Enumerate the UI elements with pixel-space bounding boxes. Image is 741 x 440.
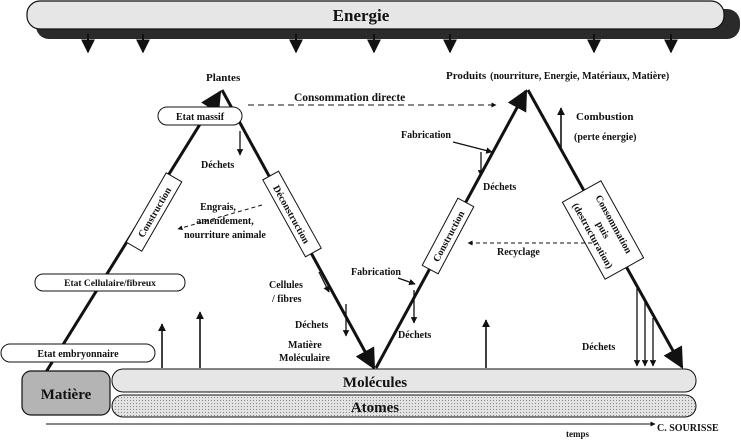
fabrication-arrow-1 xyxy=(452,141,493,154)
engrais-label-3: nourriture animale xyxy=(184,230,266,241)
produits-label: Produits(nourriture, Energie, Matériaux,… xyxy=(446,70,669,82)
perte-energie-label: (perte énergie) xyxy=(574,132,636,143)
cellules-arrow xyxy=(318,271,330,293)
cellules-label-1: Cellules xyxy=(269,280,303,291)
engrais-arrow xyxy=(177,204,263,231)
engrais-label-2: amendement, xyxy=(196,216,254,227)
dechets-label-1: Déchets xyxy=(201,160,234,171)
atomes-label: Atomes xyxy=(351,400,399,416)
combustion-label: Combustion xyxy=(576,111,633,123)
construction-right-box: Construction xyxy=(421,197,475,275)
matiere-label: Matière xyxy=(41,387,92,403)
molecules-label: Molécules xyxy=(343,375,407,391)
cellules-label-2: / fibres xyxy=(271,294,302,305)
construction-left-box: Construction xyxy=(125,172,183,252)
author-label: C. SOURISSE xyxy=(657,423,719,434)
atomes-bar: Atomes xyxy=(111,394,697,418)
fabrication-label-2: Fabrication xyxy=(351,267,401,278)
etat-embryonnaire-box: Etat embryonnaire xyxy=(0,343,156,363)
etat-massif-box: Etat massif xyxy=(157,106,243,126)
dechets-label-3: Déchets xyxy=(483,182,516,193)
consommation-directe-label: Consommation directe xyxy=(294,92,405,104)
molecules-bar-body xyxy=(111,368,697,393)
energy-input-arrows xyxy=(81,34,678,54)
molecules-bar: Molécules xyxy=(111,368,697,393)
dechets-label-4: Déchets xyxy=(398,330,431,341)
energie-bar: Energie xyxy=(26,0,740,39)
molecule-upward-arrows xyxy=(158,311,490,368)
energie-bar-body xyxy=(26,0,725,30)
dechets-label-5: Déchets xyxy=(582,342,615,353)
atomes-bar-body xyxy=(111,394,697,418)
recyclage-label: Recyclage xyxy=(497,247,540,258)
energie-label: Energie xyxy=(333,6,390,25)
fabrication-arrow-2 xyxy=(397,277,416,286)
matiere-box-body xyxy=(21,370,111,416)
consommation-box: Consommation puis (destructuration) xyxy=(561,180,645,280)
etat-massif-label: Etat massif xyxy=(176,112,225,123)
etat-cellulaire-label: Etat Cellulaire/fibreux xyxy=(64,279,156,289)
temps-label: temps xyxy=(566,429,589,439)
dechets-label-2: Déchets xyxy=(295,320,328,331)
deconstruction-box: Déconstruction xyxy=(262,170,322,258)
plantes-label: Plantes xyxy=(206,72,241,84)
matiere-box: Matière xyxy=(21,370,111,416)
etat-cellulaire-box: Etat Cellulaire/fibreux xyxy=(34,273,186,292)
matiere-moleculaire-label-2: Moléculaire xyxy=(279,353,330,364)
dechets-arrows-5 xyxy=(633,288,657,367)
etat-embryonnaire-label: Etat embryonnaire xyxy=(37,349,119,360)
engrais-label-1: Engrais, xyxy=(200,202,236,213)
fabrication-label-1: Fabrication xyxy=(401,130,451,141)
matiere-moleculaire-label-1: Matière xyxy=(288,340,322,351)
